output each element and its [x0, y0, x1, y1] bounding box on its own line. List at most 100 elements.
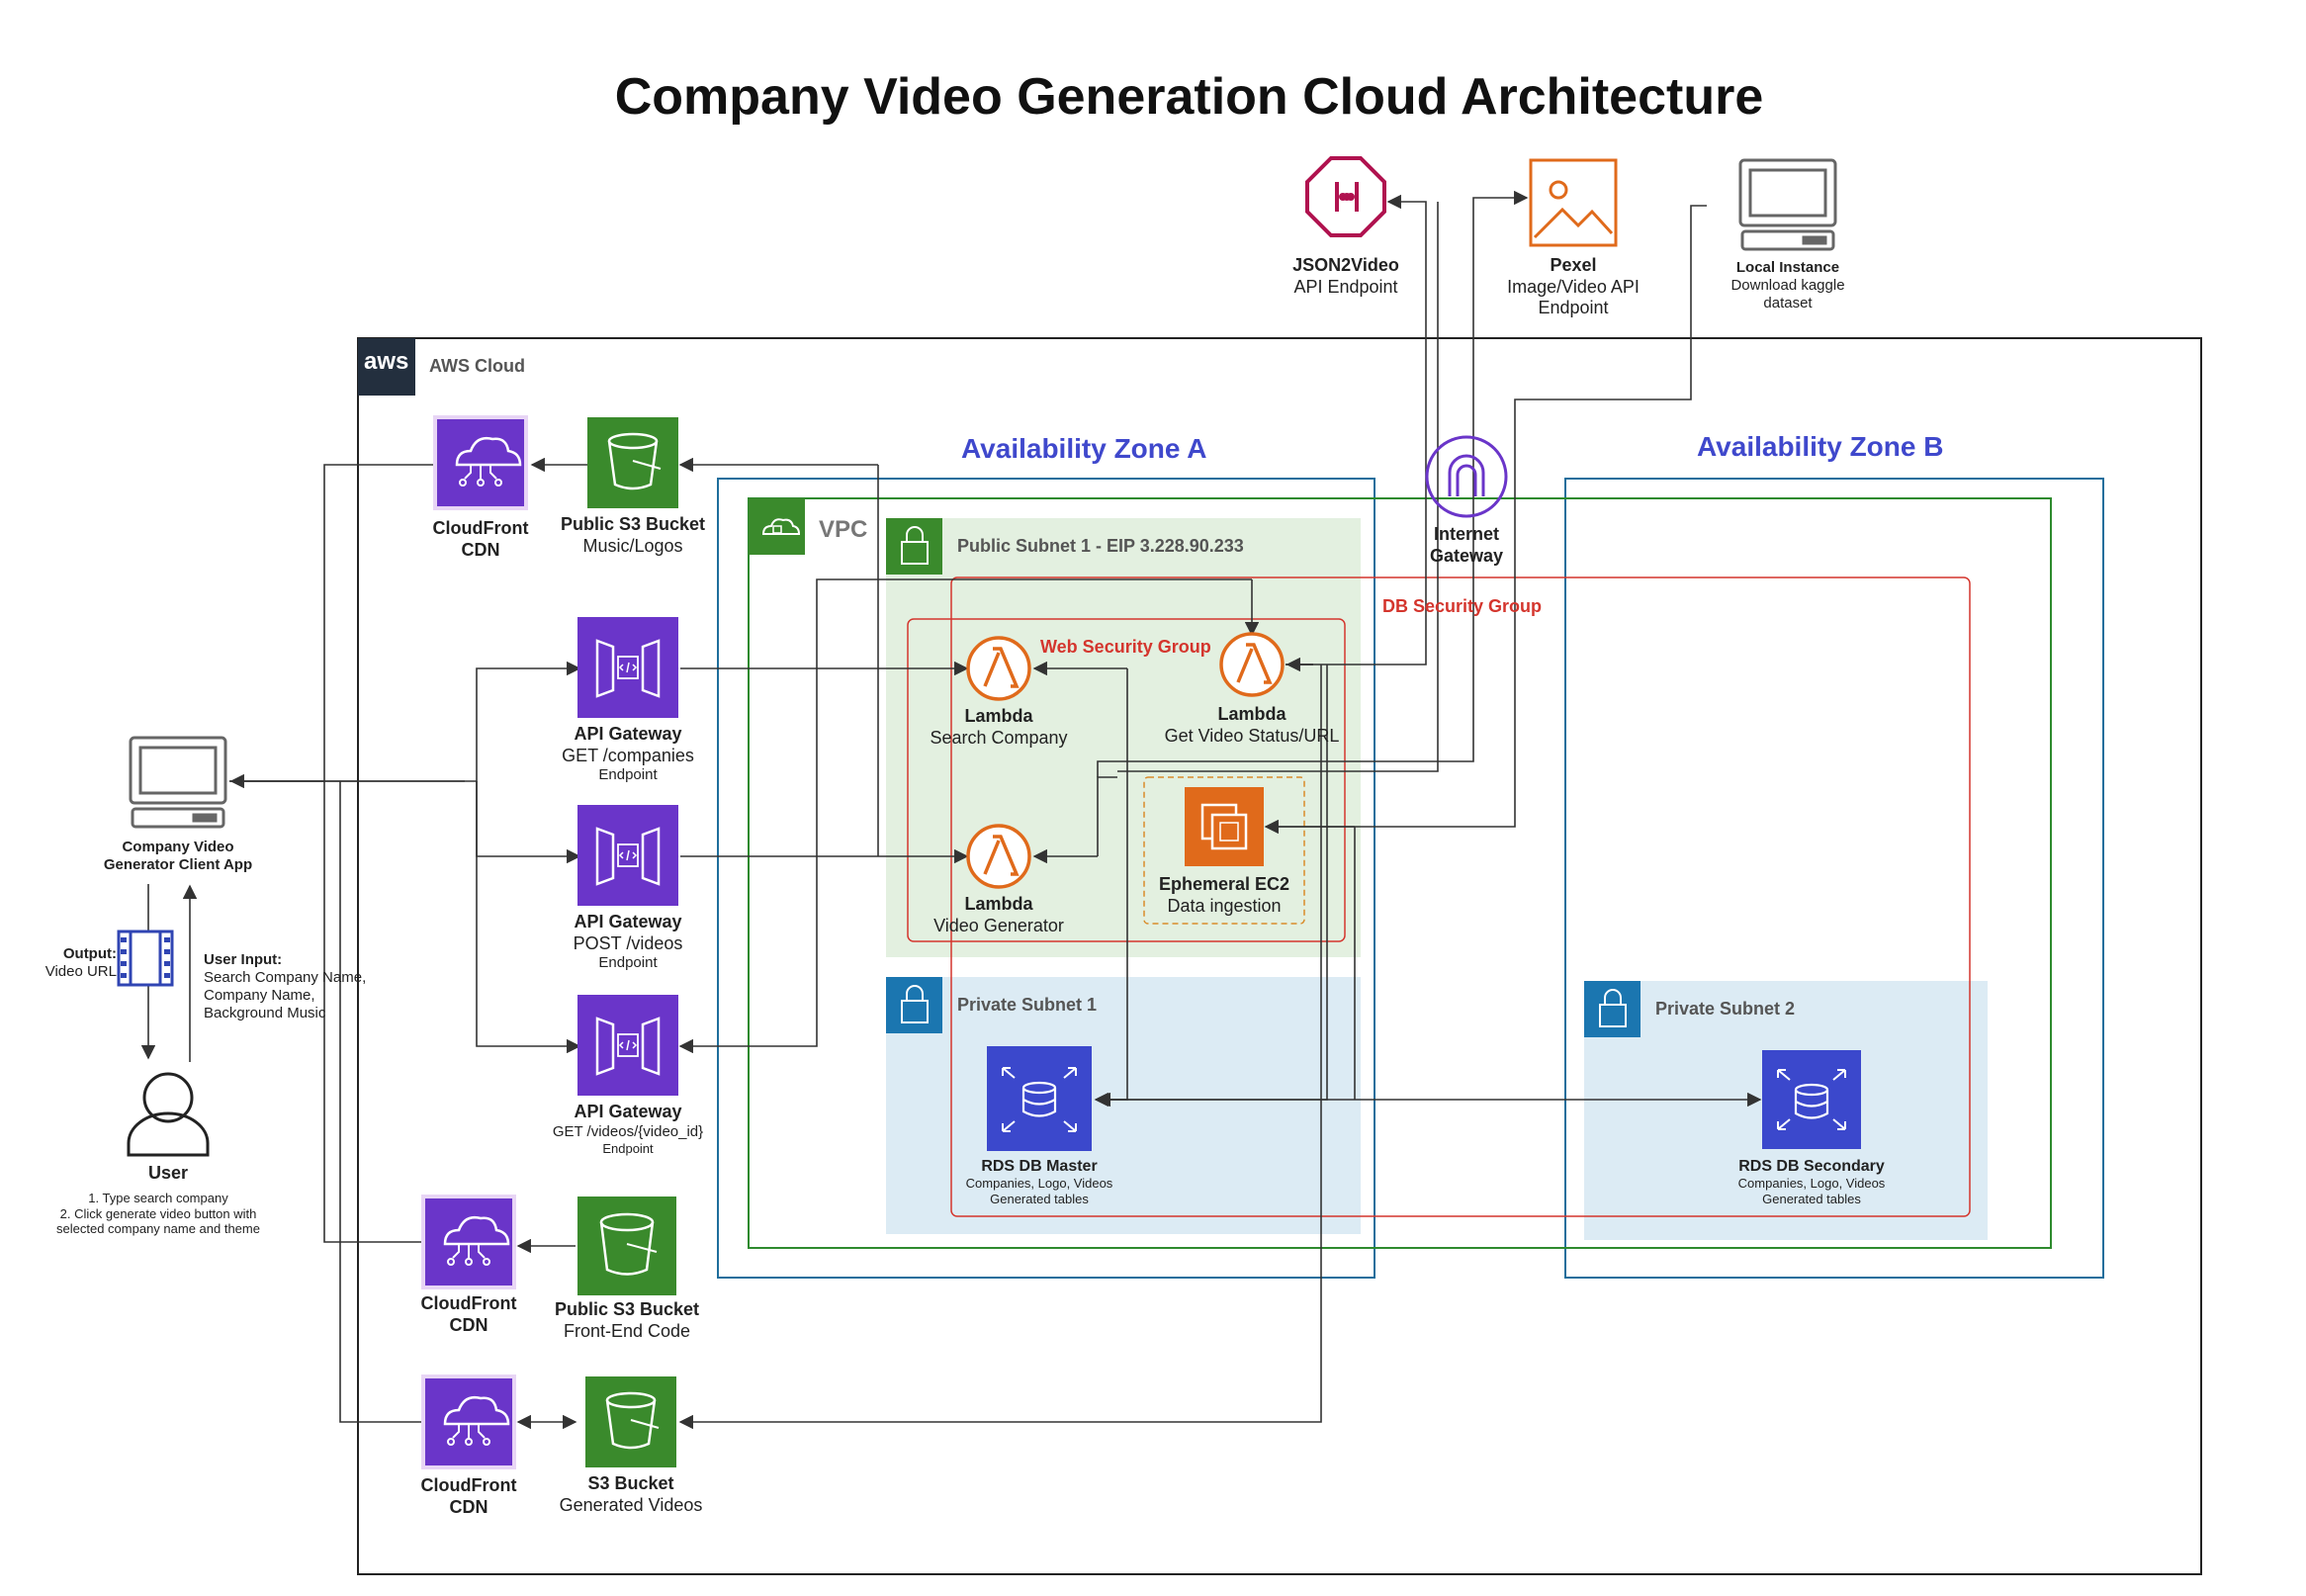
aws-logo-box — [358, 338, 415, 396]
rds-secondary-icon — [1762, 1050, 1861, 1149]
cloudfront-icon-middle — [421, 1195, 516, 1289]
s3-music-label: Public S3 Bucket Music/Logos — [544, 514, 722, 557]
api-companies-sub: GET /companies — [562, 745, 694, 765]
api-companies-title: API Gateway — [574, 724, 682, 744]
user-step2: 2. Click generate video button with — [59, 1205, 257, 1221]
rds-secondary-label: RDS DB Secondary Companies, Logo, Videos… — [1708, 1157, 1915, 1206]
internet-gateway-label: Internet Gateway — [1402, 524, 1531, 567]
api-post-videos-title: API Gateway — [574, 912, 682, 931]
api-companies-label: API Gateway GET /companies Endpoint — [534, 724, 722, 784]
cloudfront-icon-bottom — [421, 1374, 516, 1469]
lambda-search-label: Lambda Search Company — [910, 706, 1088, 749]
json2video-icon — [1305, 156, 1386, 237]
cdn-top-line2: CDN — [461, 539, 500, 560]
private-subnet-2-label: Private Subnet 2 — [1655, 999, 1796, 1019]
internet-gateway-line2: Gateway — [1429, 545, 1504, 566]
s3-bucket-frontend-icon — [577, 1197, 676, 1295]
api-companies-sub2: Endpoint — [598, 766, 658, 784]
user-person-icon — [127, 1072, 210, 1157]
json2video-sub: API Endpoint — [1293, 276, 1398, 297]
s3-frontend-title: Public S3 Bucket — [554, 1299, 700, 1319]
pexel-image-icon — [1529, 158, 1618, 247]
api-gateway-icon-companies — [577, 617, 678, 718]
user-input-title: User Input: — [204, 951, 283, 968]
ec2-sub: Data ingestion — [1167, 895, 1282, 916]
s3-videos-label: S3 Bucket Generated Videos — [542, 1473, 720, 1516]
aws-cloud-label: AWS Cloud — [429, 356, 525, 376]
lambda-search-sub: Search Company — [930, 727, 1068, 748]
film-strip-icon — [117, 930, 174, 987]
cdn-middle-label: CloudFront CDN — [399, 1293, 538, 1336]
availability-zone-a-label: Availability Zone A — [961, 433, 1207, 464]
lambda-generator-sub: Video Generator — [933, 915, 1064, 935]
lambda-status-label: Lambda Get Video Status/URL — [1143, 704, 1361, 747]
lambda-search-title: Lambda — [964, 706, 1033, 726]
user-input-line3: Background Music — [204, 1005, 326, 1021]
private-subnet-1-label: Private Subnet 1 — [957, 995, 1098, 1015]
client-app-label: Company Video Generator Client App — [79, 839, 277, 874]
s3-bucket-videos-icon — [585, 1376, 676, 1467]
public-subnet-1-area — [886, 518, 1361, 957]
pexel-label: Pexel Image/Video API Endpoint — [1483, 255, 1663, 319]
json2video-title: JSON2Video — [1292, 255, 1399, 275]
pexel-title: Pexel — [1550, 255, 1597, 275]
api-gateway-icon-get-video — [577, 995, 678, 1096]
pexel-sub2: Endpoint — [1538, 298, 1609, 318]
lambda-status-sub: Get Video Status/URL — [1164, 725, 1340, 746]
output-value: Video URL — [44, 963, 117, 980]
api-post-videos-label: API Gateway POST /videos Endpoint — [534, 912, 722, 972]
lambda-generator-title: Lambda — [964, 894, 1033, 914]
user-step3: selected company name and theme — [56, 1221, 260, 1237]
lambda-status-title: Lambda — [1217, 704, 1286, 724]
ec2-dashed-frame — [1143, 776, 1305, 925]
cdn-bottom-label: CloudFront CDN — [399, 1475, 538, 1518]
user-steps: 1. Type search company 2. Click generate… — [30, 1191, 287, 1237]
web-security-group-frame — [907, 618, 1346, 942]
lambda-search-icon — [966, 636, 1031, 701]
user-input-line2: Company Name, — [204, 987, 315, 1004]
cloudfront-icon-top — [433, 415, 528, 510]
vpc-cloud-glyph — [761, 518, 801, 535]
s3-frontend-label: Public S3 Bucket Front-End Code — [538, 1299, 716, 1342]
page-title: Company Video Generation Cloud Architect… — [614, 68, 1764, 126]
api-post-videos-sub: POST /videos — [573, 932, 683, 953]
vpc-label: VPC — [819, 516, 868, 543]
api-gateway-icon-post-videos — [577, 805, 678, 906]
local-instance-label: Local Instance Download kaggle dataset — [1711, 259, 1865, 312]
api-get-video-title: API Gateway — [574, 1102, 682, 1121]
client-app-line1: Company Video — [122, 839, 234, 855]
client-app-computer-icon — [129, 736, 227, 829]
lambda-generator-icon — [966, 824, 1031, 889]
cdn-top-label: CloudFront CDN — [411, 518, 550, 561]
user-input-line1: Search Company Name, — [204, 969, 367, 986]
vpc-frame — [748, 497, 2052, 1249]
internet-gateway-icon — [1425, 435, 1508, 518]
rds-secondary-title: RDS DB Secondary — [1738, 1158, 1885, 1175]
rds-master-sub1: Companies, Logo, Videos — [965, 1176, 1113, 1192]
ec2-label: Ephemeral EC2 Data ingestion — [1135, 874, 1313, 917]
db-security-group-label: DB Security Group — [1382, 596, 1543, 616]
local-instance-computer-icon — [1738, 158, 1837, 251]
rds-master-icon — [987, 1046, 1092, 1151]
s3-music-title: Public S3 Bucket — [560, 514, 706, 534]
public-subnet-1-label: Public Subnet 1 - EIP 3.228.90.233 — [957, 536, 1244, 556]
cdn-middle-line1: CloudFront — [420, 1293, 517, 1313]
availability-zone-b-frame — [1564, 478, 2104, 1279]
pexel-sub1: Image/Video API — [1507, 276, 1640, 297]
json2video-label: JSON2Video API Endpoint — [1272, 255, 1420, 298]
client-app-line2: Generator Client App — [103, 856, 253, 873]
api-post-videos-sub2: Endpoint — [598, 954, 658, 972]
api-get-video-sub2: Endpoint — [602, 1140, 654, 1156]
db-security-group-frame — [950, 576, 1971, 1217]
rds-master-title: RDS DB Master — [981, 1158, 1098, 1175]
availability-zone-b-label: Availability Zone B — [1697, 431, 1944, 462]
s3-videos-title: S3 Bucket — [587, 1473, 674, 1493]
user-label: User — [99, 1163, 237, 1185]
aws-cloud-frame — [357, 337, 2202, 1575]
aws-logo-text: aws — [364, 348, 409, 375]
output-label: Output: Video URL — [28, 945, 117, 981]
rds-master-sub2: Generated tables — [990, 1191, 1089, 1206]
cdn-middle-line2: CDN — [449, 1314, 488, 1335]
local-instance-sub2: dataset — [1763, 295, 1813, 311]
